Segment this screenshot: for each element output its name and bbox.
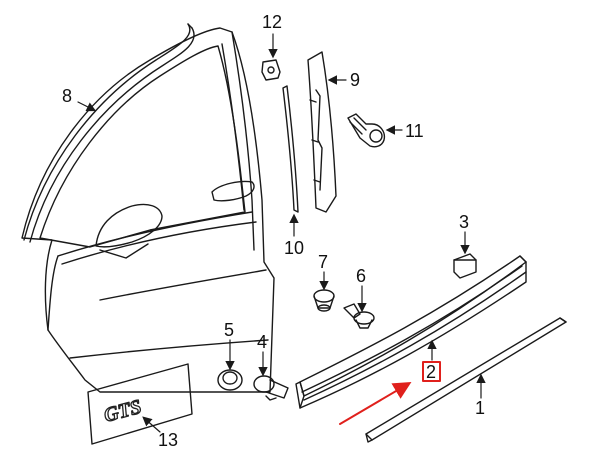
part-7-push-clip xyxy=(313,289,335,312)
callout-3: 3 xyxy=(459,212,469,232)
front-door xyxy=(21,27,275,393)
part-11-screw xyxy=(347,113,386,148)
door-window-frame xyxy=(39,45,246,248)
callout-12: 12 xyxy=(262,12,282,32)
leader-8 xyxy=(77,101,97,112)
part-6-fastener xyxy=(343,303,375,329)
part-3-pad xyxy=(453,253,477,279)
callout-9: 9 xyxy=(350,70,360,90)
door-handle xyxy=(211,180,255,202)
part-8-window-trim xyxy=(23,23,195,243)
emblem-plate xyxy=(87,363,193,445)
part-10-pillar-strip xyxy=(282,85,299,213)
callout-10: 10 xyxy=(284,238,304,258)
door-b-pillar-edge xyxy=(231,31,255,251)
mirror-mount-base xyxy=(99,243,149,259)
door-b-pillar-edge-inner xyxy=(221,43,245,211)
callout-13: 13 xyxy=(158,430,178,450)
part-4-bolt xyxy=(253,375,289,401)
callout-6: 6 xyxy=(356,266,366,286)
pointer-arrow xyxy=(339,381,412,425)
callout-7: 7 xyxy=(318,252,328,272)
callout-5: 5 xyxy=(224,320,234,340)
part-5-grommet xyxy=(217,369,243,391)
part-12-clip xyxy=(261,59,281,81)
callout-8: 8 xyxy=(62,86,72,106)
part-9-pillar-cover xyxy=(307,51,337,213)
callout-2: 2 xyxy=(426,362,436,382)
door-front-edge xyxy=(47,255,59,331)
emblem-text: GTS xyxy=(102,396,144,427)
door-lower-line xyxy=(69,339,269,359)
door-belt-line-2 xyxy=(61,221,257,265)
callout-1: 1 xyxy=(475,398,485,418)
mirror-mount xyxy=(95,203,163,248)
part-2-door-moulding xyxy=(295,255,527,409)
highlight-box xyxy=(422,361,441,382)
callout-11: 11 xyxy=(405,121,424,141)
part-1-lower-strip xyxy=(365,317,567,443)
callout-labels: 12 9 11 10 8 3 7 6 5 4 2 1 13 xyxy=(62,12,485,450)
leader-13 xyxy=(142,416,161,433)
highlight-part-2 xyxy=(339,361,441,425)
door-belt-line xyxy=(57,211,253,257)
door-outer-panel xyxy=(21,27,275,393)
callout-4: 4 xyxy=(257,332,267,352)
leader-lines xyxy=(77,33,486,433)
door-crease xyxy=(99,269,267,301)
